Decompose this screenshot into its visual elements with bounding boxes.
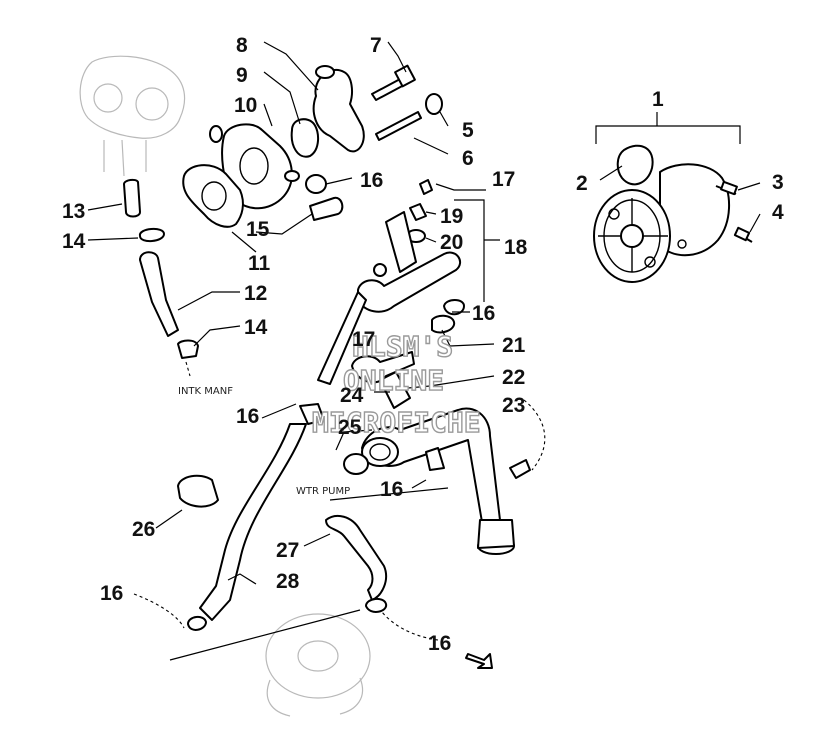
callout-28: 28 [276, 570, 300, 593]
water-pump-assembly [593, 112, 761, 283]
callout-2: 2 [576, 172, 588, 195]
callout-1: 1 [652, 88, 664, 111]
callout-14a: 14 [62, 230, 86, 253]
pump-outlet-pipe [335, 399, 546, 555]
callout-8: 8 [236, 34, 248, 57]
callout-9: 9 [236, 64, 248, 87]
callout-21: 21 [502, 334, 526, 357]
callout-12: 12 [244, 282, 267, 305]
callout-13: 13 [62, 200, 85, 223]
callout-25: 25 [338, 416, 362, 439]
ghost-gear [265, 613, 371, 717]
callout-19: 19 [440, 205, 463, 228]
water-pump-note: WTR PUMP [296, 486, 350, 497]
callout-26: 26 [132, 518, 155, 541]
callout-16a: 16 [360, 169, 383, 192]
watermark-line-3: MICROFICHE [312, 406, 481, 439]
callout-27: 27 [276, 539, 299, 562]
watermark-line-1: HLSM'S [352, 330, 453, 363]
callout-7: 7 [370, 34, 382, 57]
callout-5: 5 [462, 119, 474, 142]
lower-hose-group [133, 403, 493, 669]
ghost-throttle-body [79, 55, 186, 177]
callout-23: 23 [502, 394, 525, 417]
intake-manifold-note: INTK MANF [178, 386, 233, 397]
callout-10: 10 [234, 94, 257, 117]
callout-16b: 16 [472, 302, 495, 325]
callout-16e: 16 [100, 582, 123, 605]
callout-3: 3 [772, 171, 784, 194]
callout-11: 11 [248, 252, 271, 275]
watermark-line-2: ONLINE [343, 364, 444, 397]
bypass-tube-group [317, 179, 500, 409]
callout-labels: 1 2 3 4 5 6 7 8 9 10 11 12 13 14 14 15 1… [62, 34, 784, 655]
callout-6: 6 [462, 147, 474, 170]
callout-16f: 16 [428, 632, 451, 655]
callout-16c: 16 [236, 405, 259, 428]
callout-18: 18 [504, 236, 528, 259]
callout-14b: 14 [244, 316, 268, 339]
callout-24: 24 [340, 384, 364, 407]
intake-hose-group [87, 178, 241, 377]
callout-22: 22 [502, 366, 525, 389]
callout-20: 20 [440, 231, 463, 254]
watermark: HLSM'S ONLINE MICROFICHE [311, 329, 481, 439]
callout-15: 15 [246, 218, 270, 241]
callout-4: 4 [772, 201, 784, 224]
callout-17b: 17 [352, 328, 375, 351]
thermostat-housing-group [182, 41, 449, 253]
callout-16d: 16 [380, 478, 403, 501]
callout-17a: 17 [492, 168, 515, 191]
